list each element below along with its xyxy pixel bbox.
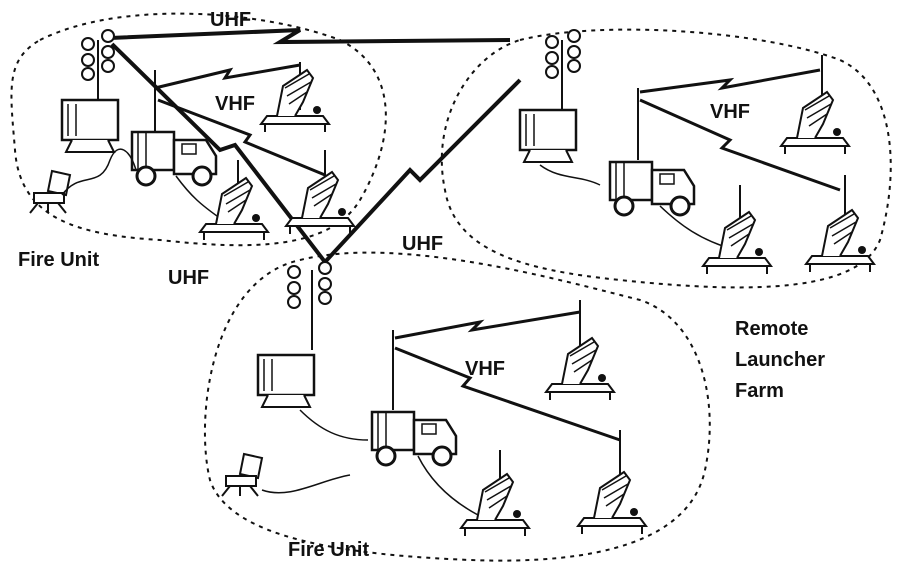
mast-right (546, 30, 580, 110)
uhf-label-left: UHF (168, 267, 209, 289)
truck-right (610, 162, 694, 215)
remote-label-line2: Launcher (735, 349, 825, 371)
uhf-link-top (110, 30, 510, 42)
launcher-bottom-3 (578, 472, 646, 534)
vhf-label-left: VHF (215, 93, 255, 115)
launcher-left-2 (286, 172, 354, 234)
truck-bottom (372, 412, 456, 465)
shelter-right (520, 110, 576, 162)
mast-left (82, 30, 114, 100)
launcher-bottom-2 (461, 474, 529, 536)
vhf-link-right-1 (640, 70, 820, 92)
launcher-right-3 (806, 210, 874, 272)
vhf-label-bottom: VHF (465, 358, 505, 380)
vhf-link-bottom-1 (395, 312, 580, 338)
uhf-label-right: UHF (402, 233, 443, 255)
console-bottom (222, 454, 262, 496)
shelter-bottom (258, 355, 314, 407)
launcher-left-3 (200, 178, 268, 240)
launcher-bottom-1 (546, 338, 614, 400)
uhf-label-top: UHF (210, 9, 251, 31)
remote-label-line1: Remote (735, 318, 808, 340)
mast-bottom (288, 262, 331, 350)
fire-unit-label-left: Fire Unit (18, 249, 99, 271)
launcher-right-1 (781, 92, 849, 154)
vhf-label-right: VHF (710, 101, 750, 123)
truck-left (132, 132, 216, 185)
shelter-left (62, 100, 118, 152)
remote-label-line3: Farm (735, 380, 784, 402)
launcher-left-1 (261, 70, 329, 132)
fire-unit-label-bottom: Fire Unit (288, 539, 369, 561)
vhf-link-left-1 (155, 65, 300, 88)
